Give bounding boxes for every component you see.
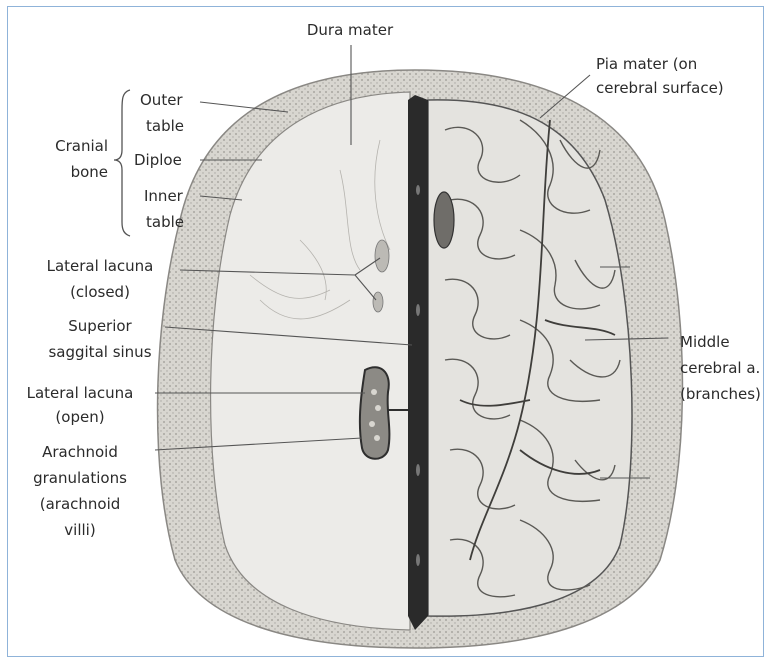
label-mca-line1: Middle <box>680 330 730 354</box>
brain-granulation <box>434 192 454 248</box>
label-pia-mater-line1: Pia mater (on <box>596 52 697 76</box>
label-arachnoid-line3: (arachnoid <box>10 492 150 516</box>
label-lateral-lacuna-open-line1: Lateral lacuna <box>10 381 150 405</box>
label-arachnoid-line1: Arachnoid <box>10 440 150 464</box>
label-inner-table: table <box>146 210 184 234</box>
label-arachnoid-line4: villi) <box>10 518 150 542</box>
label-mca-line3: (branches) <box>680 382 761 406</box>
label-lateral-lacuna-closed-line2: (closed) <box>30 280 170 304</box>
label-inner: Inner <box>144 184 183 208</box>
label-dura-mater: Dura mater <box>290 18 410 42</box>
label-lateral-lacuna-open-line2: (open) <box>10 405 150 429</box>
cranial-bone-bracket <box>114 90 130 236</box>
label-superior-sagittal-line2: saggital sinus <box>30 340 170 364</box>
label-pia-mater-line2: cerebral surface) <box>596 76 724 100</box>
label-arachnoid-line2: granulations <box>10 466 150 490</box>
superior-sagittal-sinus <box>408 95 428 630</box>
label-bone: bone <box>30 160 108 184</box>
label-outer: Outer <box>140 88 183 112</box>
label-outer-table: table <box>146 114 184 138</box>
label-mca-line2: cerebral a. <box>680 356 760 380</box>
label-lateral-lacuna-closed-line1: Lateral lacuna <box>30 254 170 278</box>
label-cranial: Cranial <box>30 134 108 158</box>
label-diploe: Diploe <box>134 148 182 172</box>
label-superior-sagittal-line1: Superior <box>30 314 170 338</box>
